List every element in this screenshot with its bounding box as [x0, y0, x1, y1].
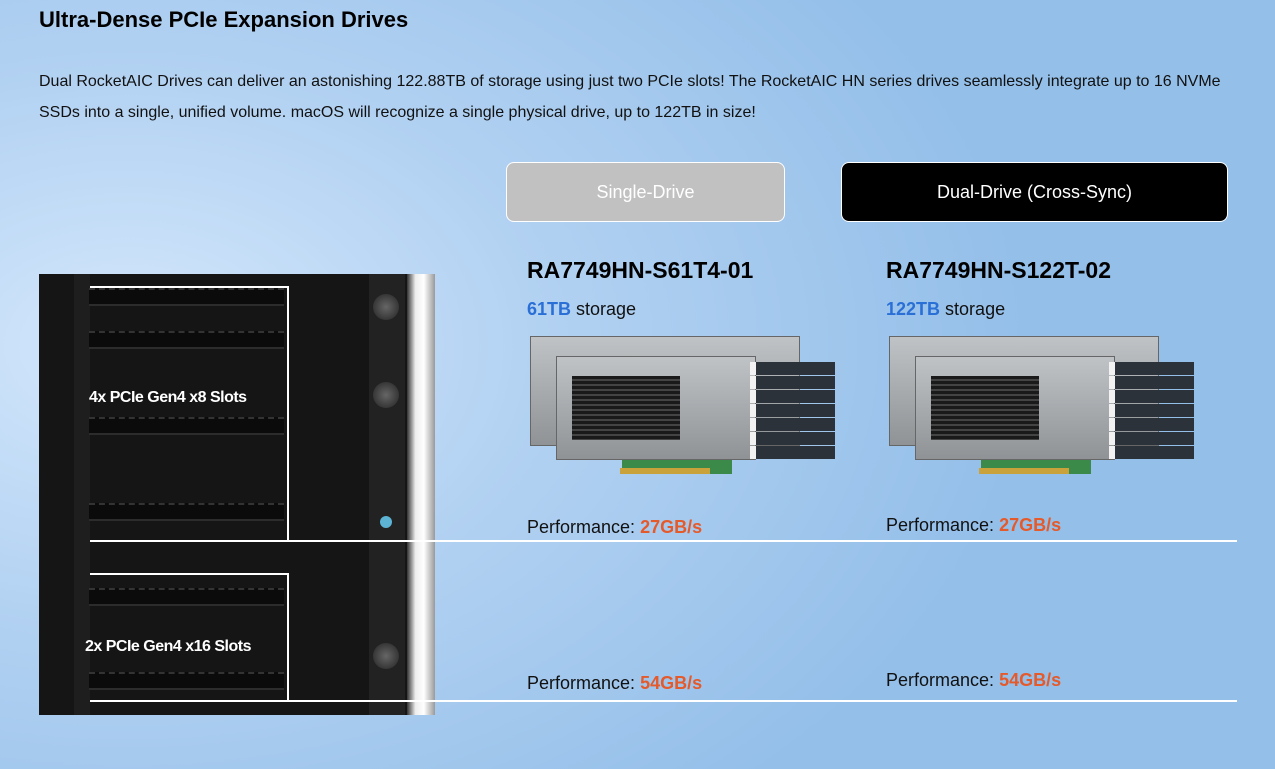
rocketaic-card-image: [522, 334, 842, 494]
performance-x16: Performance: 54GB/s: [886, 670, 1062, 690]
capacity-value: 61TB: [527, 299, 572, 319]
performance-x8: Performance: 27GB/s: [886, 515, 1062, 535]
tab-dual-drive[interactable]: Dual-Drive (Cross-Sync): [841, 162, 1228, 222]
performance-x8: Performance: 27GB/s: [527, 517, 703, 537]
product-storage: 122TB storage: [886, 299, 1006, 319]
x8-slots-label: 4x PCIe Gen4 x8 Slots: [89, 389, 247, 406]
product-model: RA7749HN-S61T4-01: [527, 257, 754, 283]
performance-x16: Performance: 54GB/s: [527, 673, 703, 693]
mac-pro-pcie-slots-image: 4x PCIe Gen4 x8 Slots 2x PCIe Gen4 x16 S…: [39, 274, 435, 715]
tab-single-drive[interactable]: Single-Drive: [506, 162, 785, 222]
product-storage: 61TB storage: [527, 299, 637, 319]
capacity-value: 122TB: [886, 299, 941, 319]
rocketaic-card-image: [881, 334, 1201, 494]
product-model: RA7749HN-S122T-02: [886, 257, 1112, 283]
description: Dual RocketAIC Drives can deliver an ast…: [39, 73, 1221, 121]
page-title: Ultra-Dense PCIe Expansion Drives: [39, 7, 409, 32]
x16-slots-label: 2x PCIe Gen4 x16 Slots: [85, 638, 251, 655]
